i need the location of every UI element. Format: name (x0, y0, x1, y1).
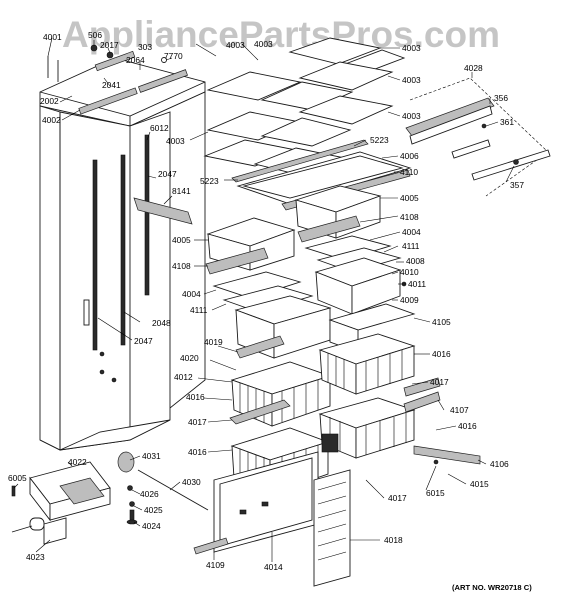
part-label: 4016 (432, 349, 451, 359)
part-label: 4028 (464, 63, 483, 73)
part-label: 7770 (164, 51, 183, 61)
part-label: 4003 (226, 40, 245, 50)
crisper-drawers (205, 185, 416, 359)
part-label: 4016 (188, 447, 207, 457)
part-label: 4015 (470, 479, 489, 489)
cabinet-shell (39, 44, 206, 451)
part-label: 4008 (406, 256, 425, 266)
part-label: 4016 (458, 421, 477, 431)
part-label: 4006 (400, 151, 419, 161)
part-label: 4108 (400, 212, 419, 222)
part-label: 356 (494, 93, 508, 103)
part-label: 4110 (400, 167, 418, 177)
part-label: 4003 (402, 111, 421, 121)
part-label: 4014 (264, 562, 283, 572)
part-label: 4001 (43, 32, 62, 42)
part-label: 4005 (172, 235, 191, 245)
part-label: 4003 (166, 136, 185, 146)
part-label: 4020 (180, 353, 199, 363)
part-label: 4106 (490, 459, 509, 469)
part-label: 4003 (254, 39, 273, 49)
part-label: 4018 (384, 535, 403, 545)
part-label: 2017 (100, 40, 119, 50)
part-label: 4010 (400, 267, 419, 277)
part-label: 303 (138, 42, 152, 52)
part-label: 357 (510, 180, 524, 190)
part-label: 4026 (140, 489, 159, 499)
part-label: 4108 (172, 261, 191, 271)
part-label: 2064 (126, 55, 145, 65)
part-label: 4030 (182, 477, 201, 487)
part-label: 4003 (402, 75, 421, 85)
part-label: 4005 (400, 193, 419, 203)
part-label: 4012 (174, 372, 193, 382)
part-label: 2048 (152, 318, 171, 328)
part-label: 4009 (400, 295, 419, 305)
part-label: 4109 (206, 560, 225, 570)
part-label: 4022 (68, 457, 87, 467)
part-label: 2047 (158, 169, 177, 179)
part-label: 4111 (190, 305, 208, 315)
part-label: 4017 (188, 417, 207, 427)
part-label: 4016 (186, 392, 205, 402)
part-label: 4025 (144, 505, 163, 515)
part-label: 4105 (432, 317, 451, 327)
part-label: 4011 (408, 279, 426, 289)
part-label: 4111 (402, 241, 420, 251)
inset-light-assembly (405, 77, 551, 197)
part-label: 4004 (182, 289, 201, 299)
art-number: (ART NO. WR20718 C) (452, 583, 532, 592)
part-label: 6015 (426, 488, 445, 498)
part-label: 4003 (402, 43, 421, 53)
part-label: 8141 (172, 186, 191, 196)
part-label: 5223 (370, 135, 389, 145)
part-label: 4004 (402, 227, 421, 237)
part-label: 6012 (150, 123, 169, 133)
part-label: 4031 (142, 451, 161, 461)
freezer-door-parts (193, 391, 481, 587)
part-label: 4024 (142, 521, 161, 531)
part-label: 6005 (8, 473, 27, 483)
leader-lines (13, 37, 515, 562)
glass-shelves (203, 37, 412, 211)
part-labels: 4001 506 2017 303 7770 2064 2041 2002 40… (8, 30, 524, 572)
part-label: 4017 (388, 493, 407, 503)
part-label: 361 (500, 117, 514, 127)
part-label: 4017 (430, 377, 449, 387)
part-label: 2047 (134, 336, 153, 346)
part-label: 5223 (200, 176, 219, 186)
part-label: 4019 (204, 337, 223, 347)
hardware-parts (11, 451, 209, 545)
part-label: 2041 (102, 80, 121, 90)
part-label: 506 (88, 30, 102, 40)
part-label: 2002 (40, 96, 59, 106)
part-label: 4002 (42, 115, 61, 125)
part-label: 4023 (26, 552, 45, 562)
part-label: 4107 (450, 405, 469, 415)
